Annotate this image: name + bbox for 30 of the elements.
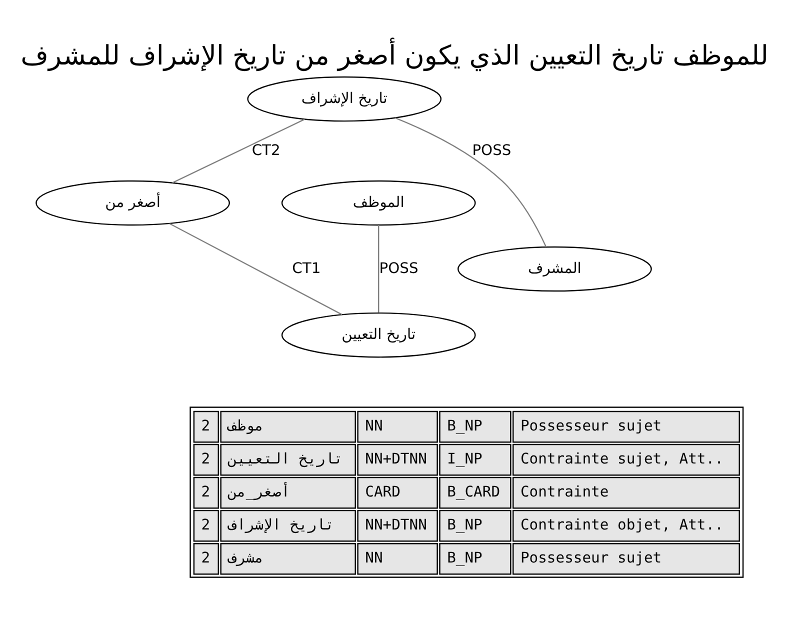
label: NN+DTNN: [365, 450, 427, 468]
edge-label: CT2: [252, 141, 280, 158]
label: مشرف: [228, 549, 264, 566]
label: B_CARD: [447, 483, 500, 500]
label: I_NP: [447, 450, 482, 468]
label: 2: [201, 483, 210, 500]
edge-label: POSS: [472, 141, 512, 158]
label: أصغر_من: [228, 483, 290, 500]
label: CARD: [365, 483, 400, 500]
label: 2: [201, 549, 210, 566]
label: NN+DTNN: [365, 516, 427, 534]
label: B_NP: [447, 549, 482, 566]
label: تاريخ الإشراف: [228, 516, 334, 534]
label: 2: [201, 516, 210, 534]
diagram-title: للموظف تاريخ التعيين الذي يكون أصغر من تاريخ الإشراف للمشرف: [20, 40, 768, 71]
label: B_NP: [447, 516, 482, 534]
label: Contrainte objet, Att..: [520, 516, 724, 534]
label: 2: [201, 450, 210, 468]
label: Contrainte sujet, Att..: [520, 450, 724, 468]
label: 2: [201, 417, 210, 434]
label: موظف: [228, 417, 264, 434]
edge-label: CT1: [292, 259, 321, 276]
label: NN: [365, 549, 383, 566]
label: Contrainte: [520, 483, 609, 500]
label: Possesseur sujet: [520, 549, 662, 566]
edge-label: POSS: [379, 259, 418, 276]
label: تاريخ التعيين: [228, 450, 343, 468]
label: Possesseur sujet: [520, 417, 662, 434]
label: B_NP: [447, 417, 482, 434]
label: NN: [365, 417, 383, 434]
